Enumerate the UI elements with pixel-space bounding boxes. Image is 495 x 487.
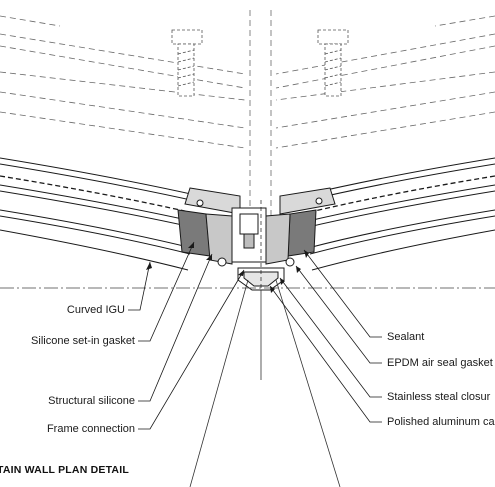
leader-lines — [128, 241, 382, 430]
callout-frame-connection: Frame connection — [46, 423, 135, 435]
callout-epdm-air-seal-gasket: EPDM air seal gasket — [387, 357, 493, 369]
callout-stainless-steel-closure: Stainless steal closur — [387, 391, 491, 403]
leader-arrowheads — [146, 242, 309, 293]
callout-curved-igu: Curved IGU — [66, 304, 125, 316]
curved-igu-left — [0, 157, 201, 271]
mullion-assembly — [177, 187, 336, 291]
callout-structural-silicone: Structural silicone — [48, 395, 135, 407]
dashed-construction-lines — [0, 10, 495, 215]
curved-igu-right — [299, 157, 495, 271]
drawing-title: TAIN WALL PLAN DETAIL — [0, 464, 129, 476]
anchor-bolt-left — [171, 29, 203, 97]
callout-silicone-set-in-gasket: Silicone set-in gasket — [31, 335, 135, 347]
callout-sealant: Sealant — [387, 331, 425, 343]
callout-polished-aluminum-cap: Polished aluminum ca — [387, 416, 495, 428]
anchor-bolt-right — [317, 29, 349, 97]
radial-lines — [189, 279, 341, 487]
